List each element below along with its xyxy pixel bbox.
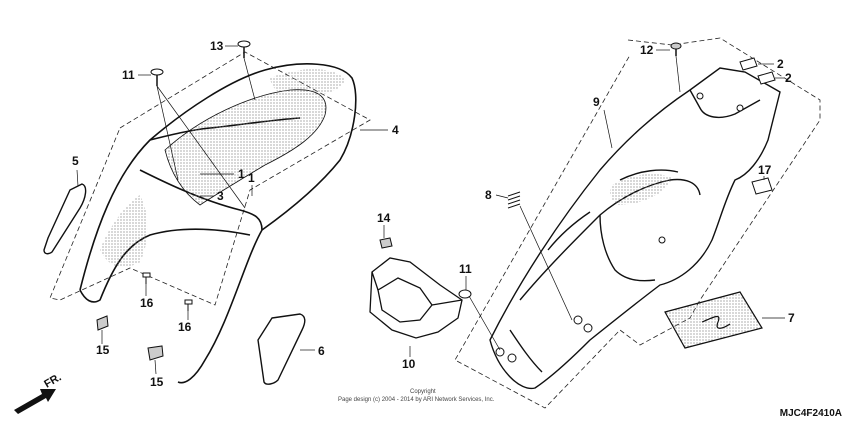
- spring-clip-8: [507, 191, 521, 209]
- leader-lines-right: [383, 49, 785, 357]
- front-arrow-icon: [14, 389, 56, 414]
- fender-group-outline: [454, 37, 821, 409]
- callout-10: 10: [402, 357, 416, 371]
- callout-9: 9: [593, 95, 600, 109]
- callout-16: 16: [140, 296, 154, 310]
- grommet-15-left: [96, 315, 109, 331]
- bolt-11-lower: [458, 289, 472, 299]
- bolt-14: [379, 237, 393, 249]
- rear-fender-bolt-holes: [495, 92, 744, 363]
- grommet-15-right: [147, 345, 164, 361]
- splash-guard: [369, 257, 463, 339]
- pad-17: [751, 177, 773, 195]
- callout-1: 1: [238, 167, 245, 181]
- copyright-line-2: Page design (c) 2004 - 2014 by ARI Netwo…: [338, 397, 495, 403]
- callout-5: 5: [72, 154, 79, 168]
- callout-17: 17: [758, 163, 772, 177]
- callout-1: 1: [248, 171, 255, 185]
- callout-6: 6: [318, 344, 325, 358]
- callout-2: 2: [777, 57, 784, 71]
- bolt-13: [237, 40, 251, 58]
- rear-fender: [489, 67, 781, 390]
- callout-16: 16: [178, 320, 192, 334]
- rubber-pad-2b: [757, 71, 776, 85]
- callout-14: 14: [377, 211, 391, 225]
- diagram-code: MJC4F2410A: [779, 408, 842, 419]
- side-cover-right: [257, 313, 306, 385]
- callout-7: 7: [788, 311, 795, 325]
- side-cover-left: [43, 183, 87, 255]
- callout-11: 11: [122, 68, 135, 82]
- callout-3: 3: [217, 189, 224, 203]
- callout-11: 11: [459, 262, 472, 276]
- leader-lines-left: [76, 45, 388, 375]
- pad-sheet-7: [664, 291, 763, 349]
- callout-8: 8: [485, 188, 492, 202]
- seat-cowl-dotted-top: [270, 69, 345, 98]
- bolt-12: [670, 42, 682, 56]
- callout-15: 15: [150, 375, 164, 389]
- clip-16-upper: [142, 272, 151, 284]
- clip-16-lower: [184, 299, 193, 311]
- seat-cowl-dotted-panel: [164, 89, 327, 206]
- callout-13: 13: [210, 39, 224, 53]
- callout-4: 4: [392, 123, 399, 137]
- callout-2: 2: [785, 71, 792, 85]
- copyright-line-1: Copyright: [410, 389, 436, 395]
- bolt-11-upper: [150, 68, 164, 86]
- seat-cowl-dotted-side: [100, 195, 148, 267]
- callout-15: 15: [96, 343, 110, 357]
- rubber-pad-2a: [739, 57, 758, 71]
- rear-fender-dotted-pocket: [610, 174, 672, 205]
- callout-12: 12: [640, 43, 654, 57]
